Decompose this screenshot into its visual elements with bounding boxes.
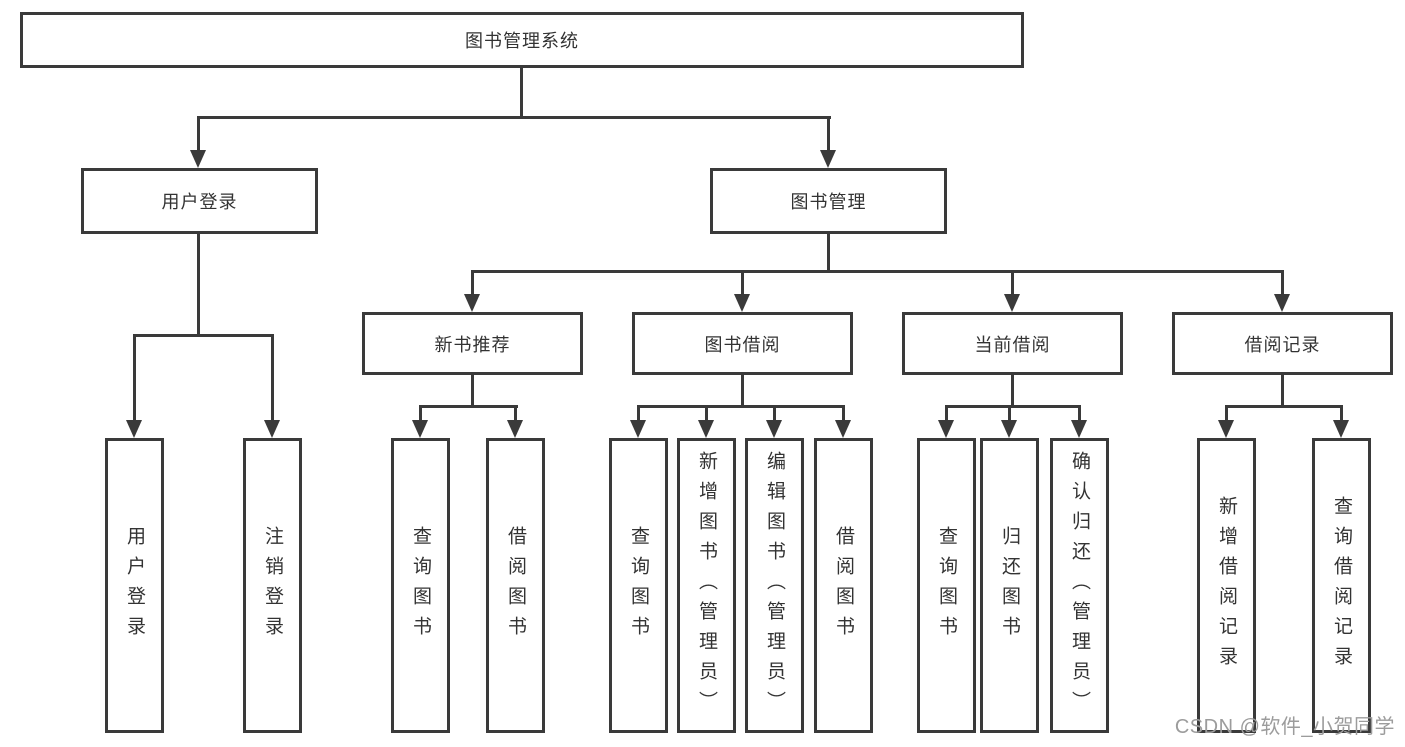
node-user-login: 用户登录 xyxy=(81,168,318,234)
leaf-borrow-add-books-admin: 新增图书（管理员） xyxy=(677,438,736,733)
connector-line xyxy=(133,334,274,337)
connector-line xyxy=(842,405,845,420)
connector-line xyxy=(419,405,518,408)
connector-line xyxy=(741,375,744,408)
leaf-user-login: 用户登录 xyxy=(105,438,164,733)
arrow-down-icon xyxy=(1333,420,1349,438)
connector-line xyxy=(471,270,474,294)
node-user-login-label: 用户登录 xyxy=(161,192,238,212)
node-book-management: 图书管理 xyxy=(710,168,947,234)
leaf-current-return-books: 归还图书 xyxy=(980,438,1039,733)
leaf-borrow-query-books-label: 查询图书 xyxy=(628,525,649,646)
connector-line xyxy=(471,270,1284,273)
connector-line xyxy=(1225,405,1228,420)
leaf-recommend-borrow-books-label: 借阅图书 xyxy=(505,525,526,646)
connector-line xyxy=(945,405,1081,408)
connector-line xyxy=(1078,405,1081,420)
connector-line xyxy=(1011,375,1014,408)
leaf-borrow-add-books-admin-label: 新增图书（管理员） xyxy=(696,450,717,721)
connector-line xyxy=(133,334,136,420)
leaf-recommend-query-books: 查询图书 xyxy=(391,438,450,733)
leaf-current-return-books-label: 归还图书 xyxy=(999,525,1020,646)
arrow-down-icon xyxy=(1004,294,1020,312)
leaf-current-query-books: 查询图书 xyxy=(917,438,976,733)
arrow-down-icon xyxy=(938,420,954,438)
node-book-management-label: 图书管理 xyxy=(790,192,867,212)
leaf-records-add-record: 新增借阅记录 xyxy=(1197,438,1256,733)
connector-line xyxy=(514,405,517,420)
connector-line xyxy=(471,375,474,408)
leaf-current-confirm-return-admin: 确认归还（管理员） xyxy=(1050,438,1109,733)
arrow-down-icon xyxy=(507,420,523,438)
node-borrow-records-label: 借阅记录 xyxy=(1244,334,1321,355)
connector-line xyxy=(1225,405,1343,408)
arrow-down-icon xyxy=(190,150,206,168)
connector-line xyxy=(705,405,708,420)
arrow-down-icon xyxy=(1071,420,1087,438)
leaf-records-query-record: 查询借阅记录 xyxy=(1312,438,1371,733)
leaf-current-confirm-return-admin-label: 确认归还（管理员） xyxy=(1069,450,1090,721)
arrow-down-icon xyxy=(464,294,480,312)
connector-line xyxy=(197,116,831,119)
connector-line xyxy=(1011,270,1014,294)
connector-line xyxy=(637,405,640,420)
node-root-label: 图书管理系统 xyxy=(465,31,579,51)
arrow-down-icon xyxy=(264,420,280,438)
connector-line xyxy=(827,234,830,273)
node-new-book-recommend: 新书推荐 xyxy=(362,312,583,375)
leaf-borrow-query-books: 查询图书 xyxy=(609,438,668,733)
connector-line xyxy=(520,68,523,118)
connector-line xyxy=(637,405,845,408)
arrow-down-icon xyxy=(1218,420,1234,438)
connector-line xyxy=(197,116,200,152)
leaf-logout-label: 注销登录 xyxy=(262,525,283,646)
leaf-recommend-query-books-label: 查询图书 xyxy=(410,525,431,646)
node-root: 图书管理系统 xyxy=(20,12,1024,68)
leaf-borrow-edit-books-admin: 编辑图书（管理员） xyxy=(745,438,804,733)
arrow-down-icon xyxy=(1274,294,1290,312)
connector-line xyxy=(827,116,830,152)
connector-line xyxy=(741,270,744,294)
connector-line xyxy=(945,405,948,420)
connector-line xyxy=(1340,405,1343,420)
arrow-down-icon xyxy=(820,150,836,168)
connector-line xyxy=(1008,405,1011,420)
leaf-records-add-record-label: 新增借阅记录 xyxy=(1216,495,1237,676)
node-current-borrow: 当前借阅 xyxy=(902,312,1123,375)
arrow-down-icon xyxy=(412,420,428,438)
leaf-borrow-edit-books-admin-label: 编辑图书（管理员） xyxy=(764,450,785,721)
csdn-watermark: CSDN @软件_小贺同学 xyxy=(1174,716,1395,738)
node-book-borrow: 图书借阅 xyxy=(632,312,853,375)
leaf-recommend-borrow-books: 借阅图书 xyxy=(486,438,545,733)
arrow-down-icon xyxy=(766,420,782,438)
leaf-borrow-borrow-books: 借阅图书 xyxy=(814,438,873,733)
node-borrow-records: 借阅记录 xyxy=(1172,312,1393,375)
leaf-current-query-books-label: 查询图书 xyxy=(936,525,957,646)
arrow-down-icon xyxy=(835,420,851,438)
arrow-down-icon xyxy=(1001,420,1017,438)
arrow-down-icon xyxy=(126,420,142,438)
connector-line xyxy=(1281,375,1284,408)
arrow-down-icon xyxy=(734,294,750,312)
arrow-down-icon xyxy=(630,420,646,438)
connector-line xyxy=(271,334,274,420)
leaf-borrow-borrow-books-label: 借阅图书 xyxy=(833,525,854,646)
leaf-records-query-record-label: 查询借阅记录 xyxy=(1331,495,1352,676)
connector-line xyxy=(197,234,200,336)
node-book-borrow-label: 图书借阅 xyxy=(704,334,781,355)
leaf-user-login-label: 用户登录 xyxy=(124,525,145,646)
arrow-down-icon xyxy=(698,420,714,438)
leaf-logout: 注销登录 xyxy=(243,438,302,733)
node-new-book-recommend-label: 新书推荐 xyxy=(434,334,511,355)
node-current-borrow-label: 当前借阅 xyxy=(974,334,1051,355)
connector-line xyxy=(419,405,422,420)
connector-line xyxy=(773,405,776,420)
connector-line xyxy=(1281,270,1284,294)
